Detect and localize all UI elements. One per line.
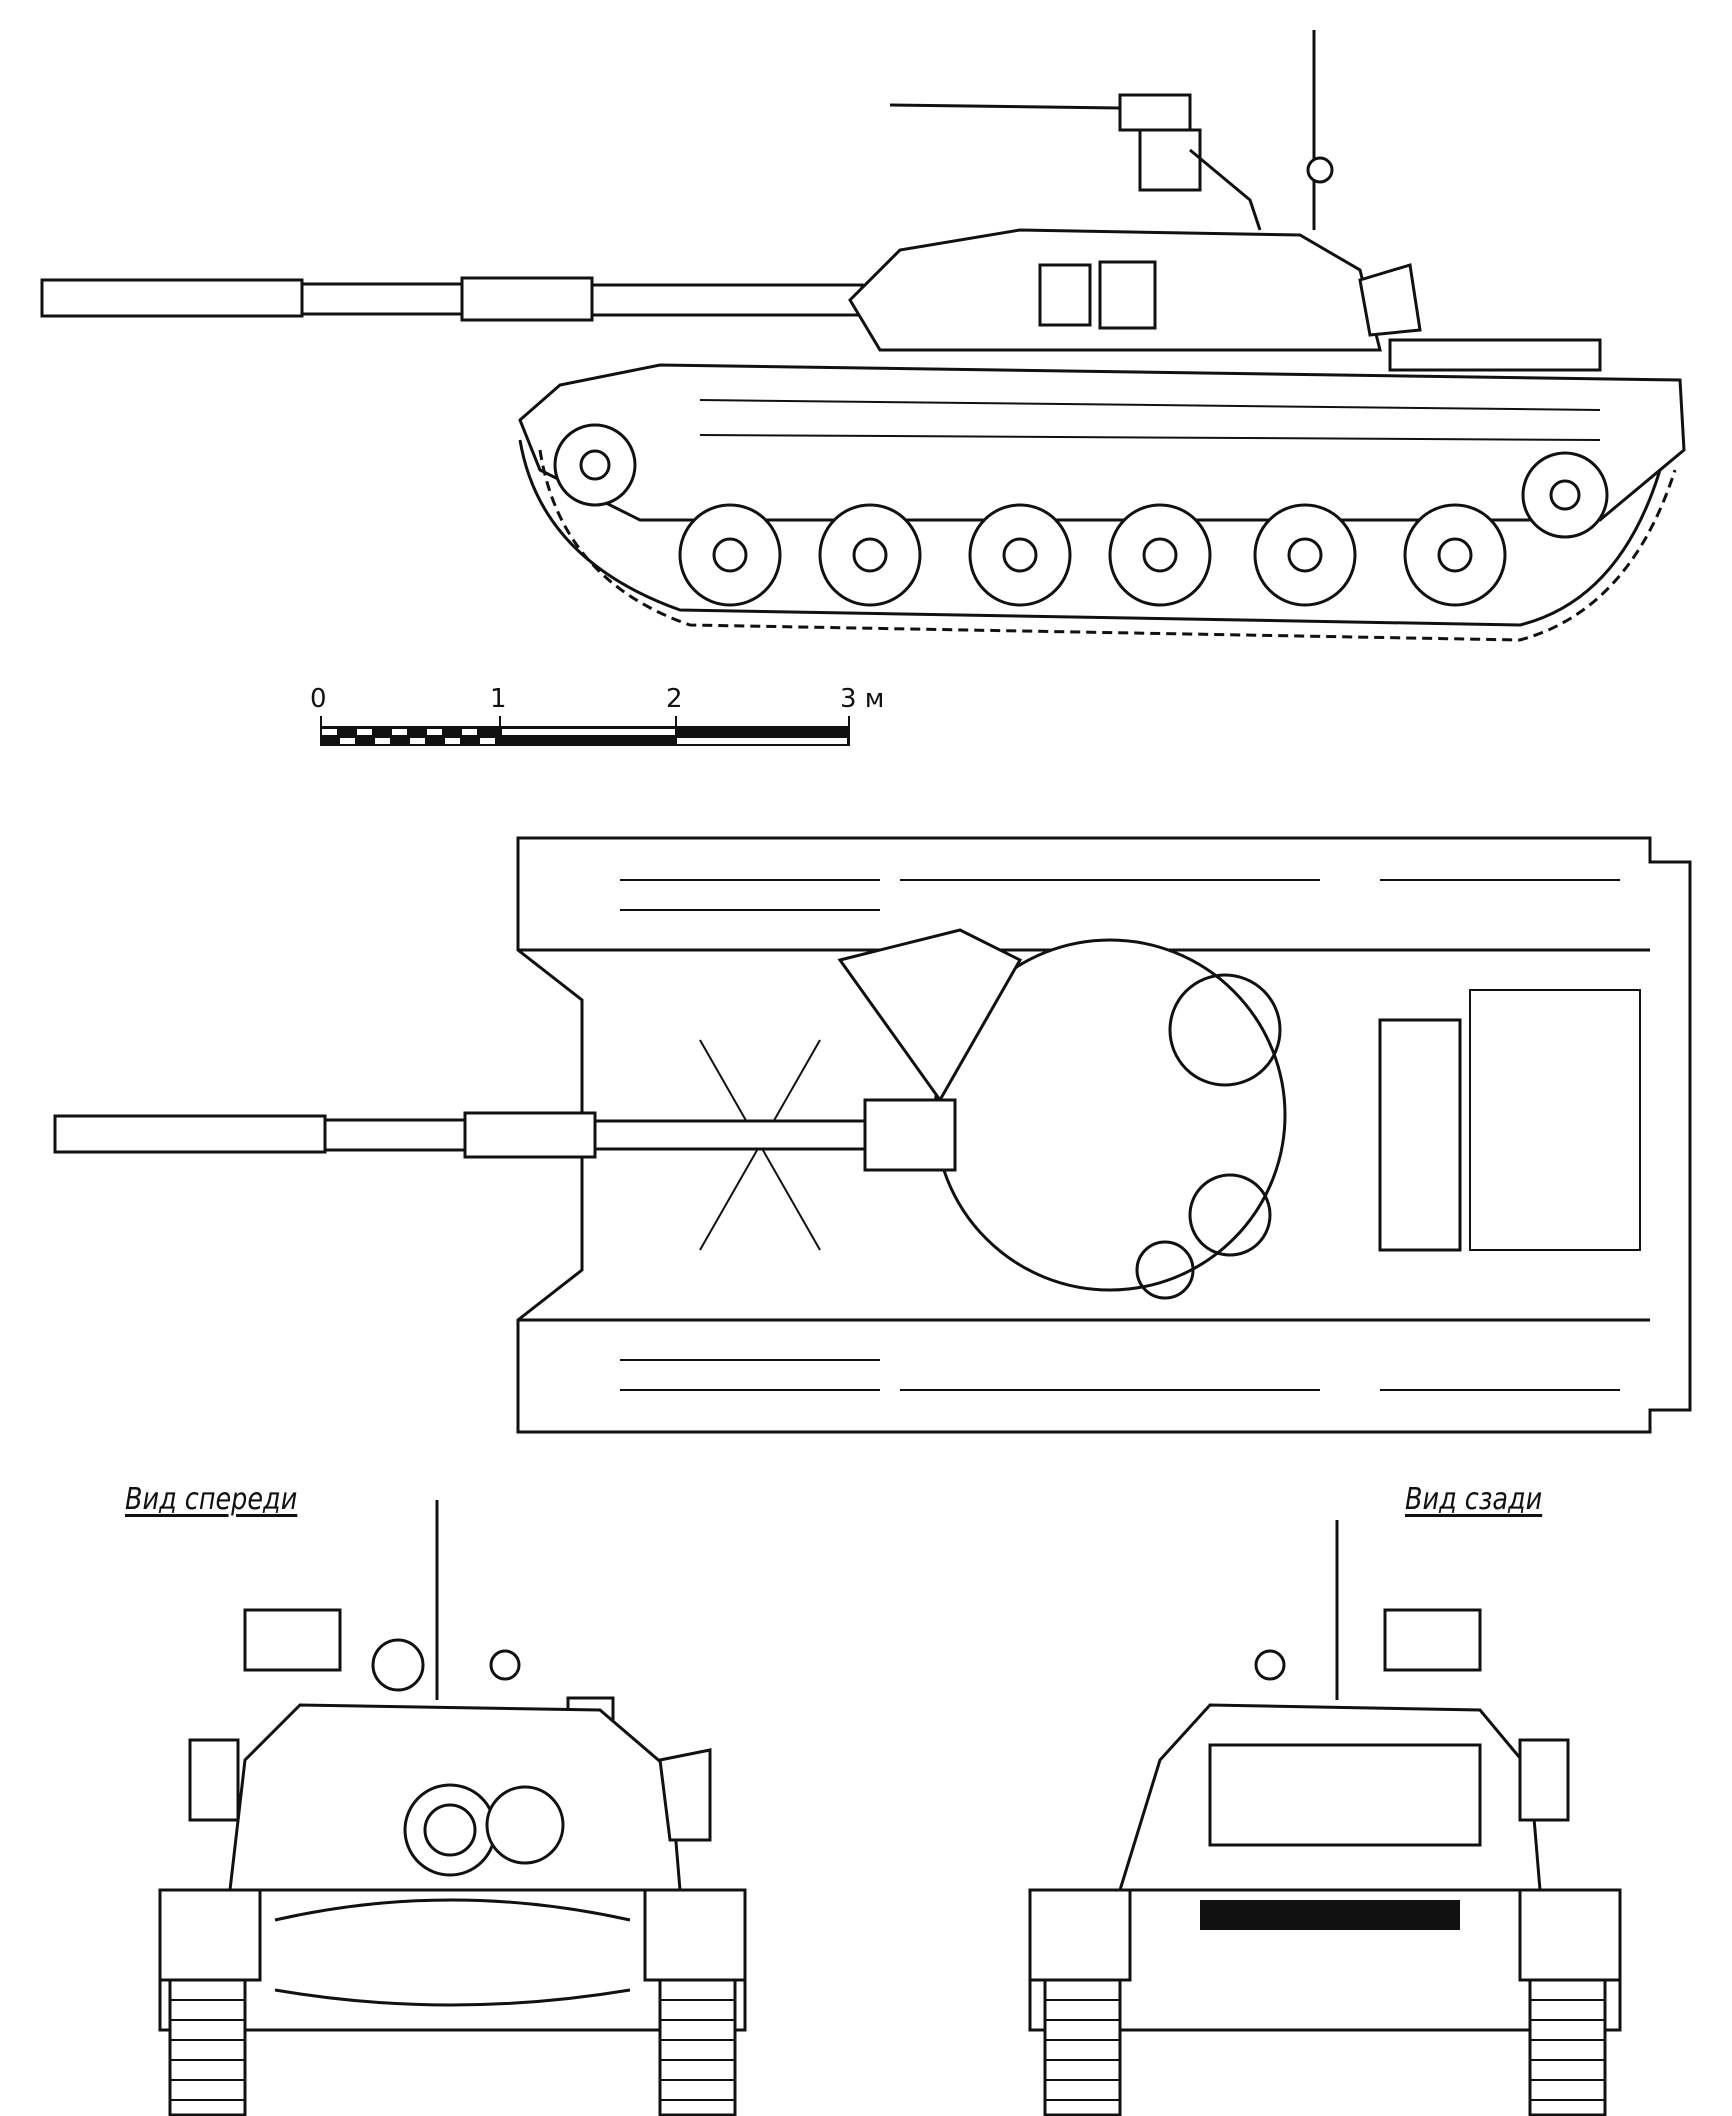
scale-bar bbox=[320, 716, 850, 746]
rear-view bbox=[1028, 1520, 1622, 2116]
front-view bbox=[158, 1500, 747, 2116]
top-gun-barrel bbox=[53, 1098, 957, 1172]
scale-tick-3m: 3 м bbox=[840, 684, 885, 714]
side-view bbox=[40, 30, 1686, 642]
front-gun-muzzle bbox=[403, 1783, 497, 1877]
scale-tick-1: 1 bbox=[490, 684, 507, 714]
side-gun-barrel bbox=[40, 276, 864, 322]
top-view bbox=[53, 836, 1692, 1434]
scale-tick-2: 2 bbox=[666, 684, 683, 714]
side-track bbox=[518, 439, 1662, 627]
front-view-label: Вид спереди bbox=[125, 1482, 298, 1517]
side-road-wheels bbox=[553, 423, 1609, 607]
side-hull bbox=[518, 363, 1686, 522]
rear-tracks bbox=[1043, 1978, 1607, 2116]
front-tracks bbox=[168, 1978, 737, 2116]
side-mg-mount bbox=[889, 93, 1262, 231]
rear-view-label: Вид сзади bbox=[1405, 1482, 1543, 1517]
scale-tick-0: 0 bbox=[310, 684, 327, 714]
